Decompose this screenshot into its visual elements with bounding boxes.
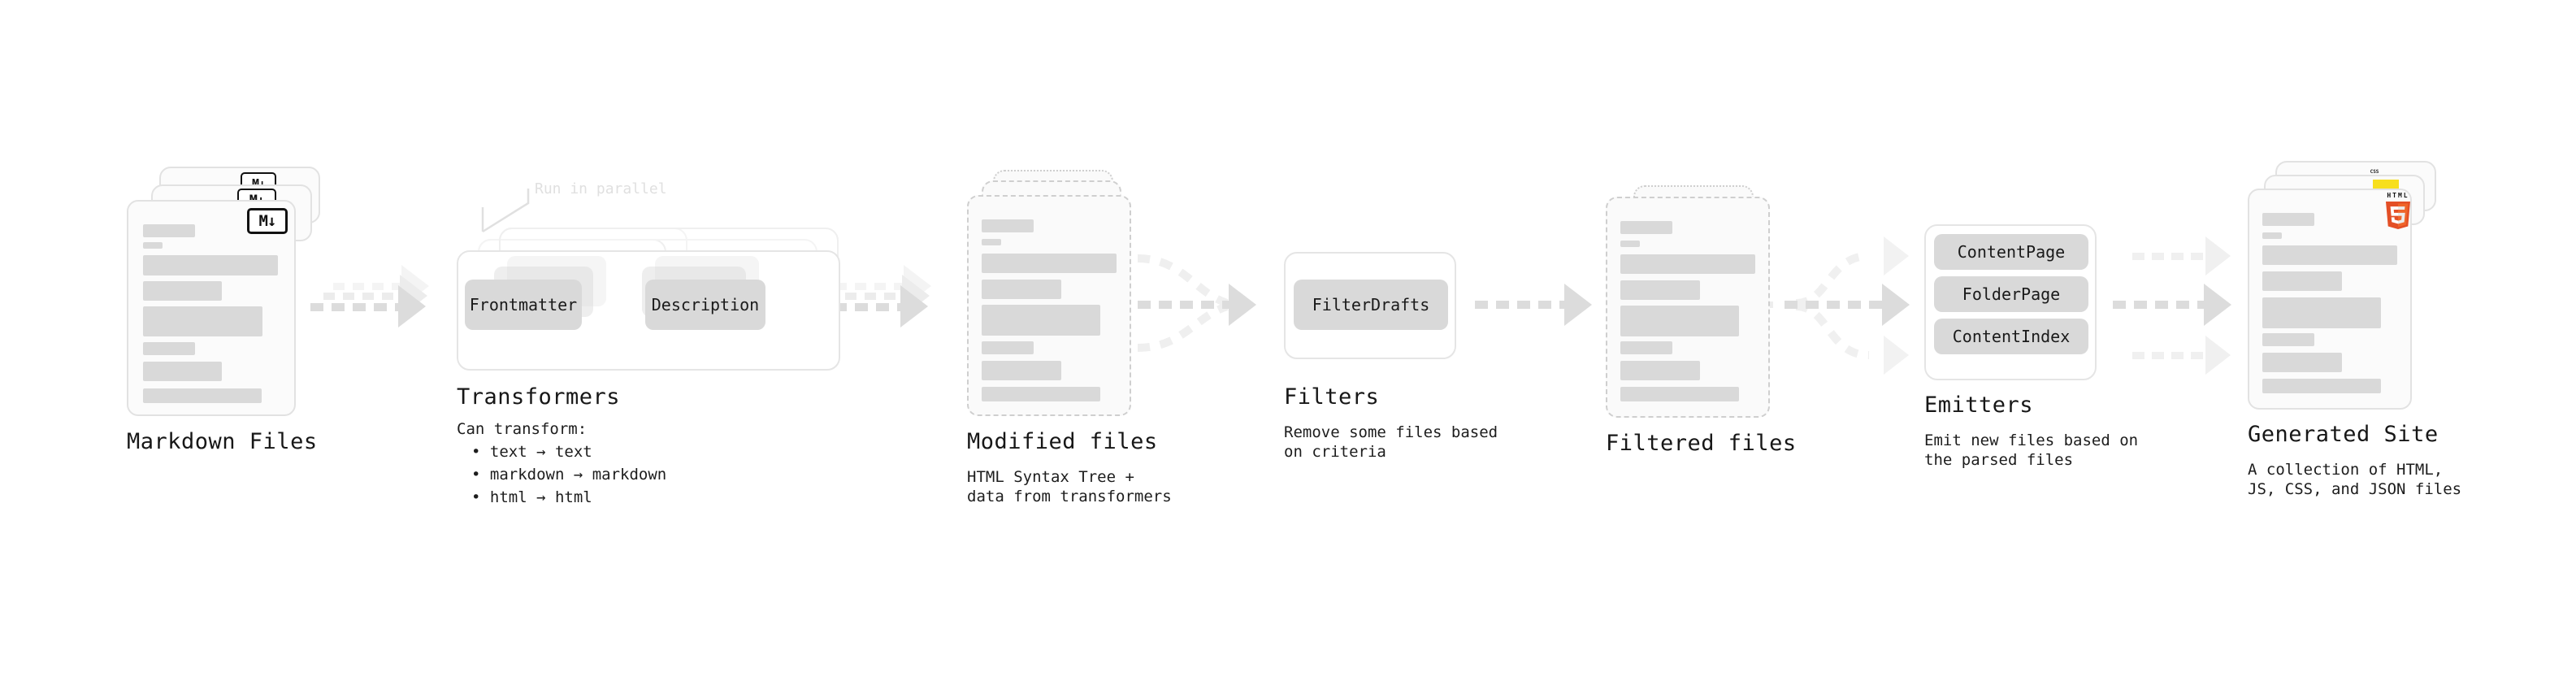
chip-contentindex[interactable]: ContentIndex (1934, 319, 2088, 354)
arrow-filters-to-filtered (1475, 284, 1592, 326)
doc-line (2262, 353, 2342, 372)
emitters-title: Emitters (1924, 393, 2034, 418)
chip-description[interactable]: Description (645, 280, 765, 330)
chip-contentpage[interactable]: ContentPage (1934, 234, 2088, 270)
doc-line (982, 254, 1117, 273)
doc-line (2262, 232, 2282, 239)
markdown-files-title: Markdown Files (127, 429, 318, 454)
doc-line (2262, 333, 2314, 346)
modified-files-title: Modified files (967, 429, 1158, 454)
transformers-bullet-3: • html → html (471, 488, 592, 506)
doc-line (143, 362, 222, 381)
doc-line (2262, 297, 2381, 328)
generated-site-subtitle-2: JS, CSS, and JSON files (2248, 480, 2462, 498)
modified-files-subtitle-1: HTML Syntax Tree + (967, 468, 1134, 486)
doc-line (1620, 280, 1700, 300)
generated-site-title: Generated Site (2248, 422, 2439, 447)
modified-files-subtitle-2: data from transformers (967, 488, 1172, 505)
html5-icon-label: HTML (2387, 192, 2409, 199)
filters-subtitle-1: Remove some files based (1284, 423, 1498, 441)
doc-line (1620, 254, 1755, 274)
doc-line (982, 305, 1100, 336)
transformers-title: Transformers (457, 384, 621, 410)
doc-line (2262, 379, 2381, 393)
generated-site-subtitle-1: A collection of HTML, (2248, 461, 2444, 479)
transformers-bullet-1: • text → text (471, 443, 592, 461)
emitters-subtitle-1: Emit new files based on (1924, 432, 2139, 449)
doc-line (982, 387, 1100, 401)
filters-subtitle-2: on criteria (1284, 443, 1386, 461)
filtered-files-title: Filtered files (1606, 431, 1797, 456)
doc-line (143, 255, 278, 275)
doc-line (1620, 361, 1700, 380)
filters-title: Filters (1284, 384, 1380, 410)
arrow-emitters-to-site (2113, 236, 2231, 375)
doc-line (143, 342, 195, 355)
doc-line (143, 306, 262, 336)
doc-line (143, 388, 262, 403)
parallel-leader-line (481, 189, 530, 233)
html5-icon: HTML (2381, 192, 2415, 231)
markdown-badge-front: M↓ (247, 208, 288, 234)
run-in-parallel-label: Run in parallel (535, 180, 667, 197)
doc-line (1620, 306, 1739, 336)
doc-line (143, 281, 222, 301)
arrow-filtered-to-emitters (1747, 236, 1910, 375)
doc-line (1620, 241, 1640, 247)
chip-frontmatter[interactable]: Frontmatter (465, 280, 582, 330)
doc-line (1620, 341, 1672, 354)
doc-line (143, 242, 163, 249)
doc-line (1620, 221, 1672, 234)
doc-line (2262, 213, 2314, 226)
doc-line (982, 280, 1061, 299)
arrow-modified-to-filters (1137, 254, 1256, 352)
doc-line (2262, 245, 2397, 265)
doc-line (2262, 271, 2342, 291)
chip-filterdrafts[interactable]: FilterDrafts (1294, 280, 1448, 330)
doc-line (143, 224, 195, 237)
doc-line (982, 341, 1034, 354)
chip-folderpage[interactable]: FolderPage (1934, 276, 2088, 312)
doc-line (1620, 387, 1739, 401)
doc-line (982, 361, 1061, 380)
emitters-subtitle-2: the parsed files (1924, 451, 2074, 469)
arrow-markdown-to-transformers (310, 265, 429, 327)
transformers-subtitle-head: Can transform: (457, 420, 588, 438)
doc-line (982, 219, 1034, 232)
transformers-bullet-2: • markdown → markdown (471, 466, 667, 484)
doc-line (982, 239, 1001, 245)
css-badge-label: CSS (2370, 169, 2379, 175)
